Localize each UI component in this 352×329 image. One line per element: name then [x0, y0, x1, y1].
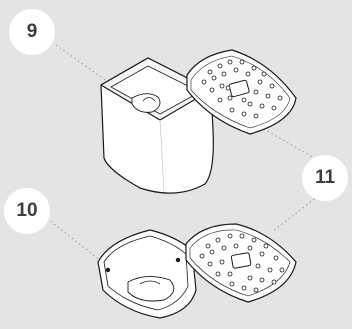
- step-badge-10: 10: [4, 188, 50, 234]
- step-badge-9: 9: [9, 9, 55, 55]
- leader-line-10: [39, 212, 111, 269]
- leader-lines: [39, 44, 319, 269]
- leader-line-11-lower: [271, 195, 319, 233]
- leader-line-9: [55, 44, 109, 83]
- step-badge-11: 11: [302, 155, 348, 201]
- filter-lid-icon: [186, 49, 297, 135]
- open-tray-icon: [97, 229, 197, 319]
- step-number-9: 9: [26, 21, 38, 42]
- step-number-11: 11: [314, 167, 336, 188]
- filter-holes: [201, 59, 283, 119]
- filter-holes-lower: [199, 233, 285, 293]
- step-number-10: 10: [16, 200, 38, 221]
- filter-lid-icon-lower: [185, 223, 297, 303]
